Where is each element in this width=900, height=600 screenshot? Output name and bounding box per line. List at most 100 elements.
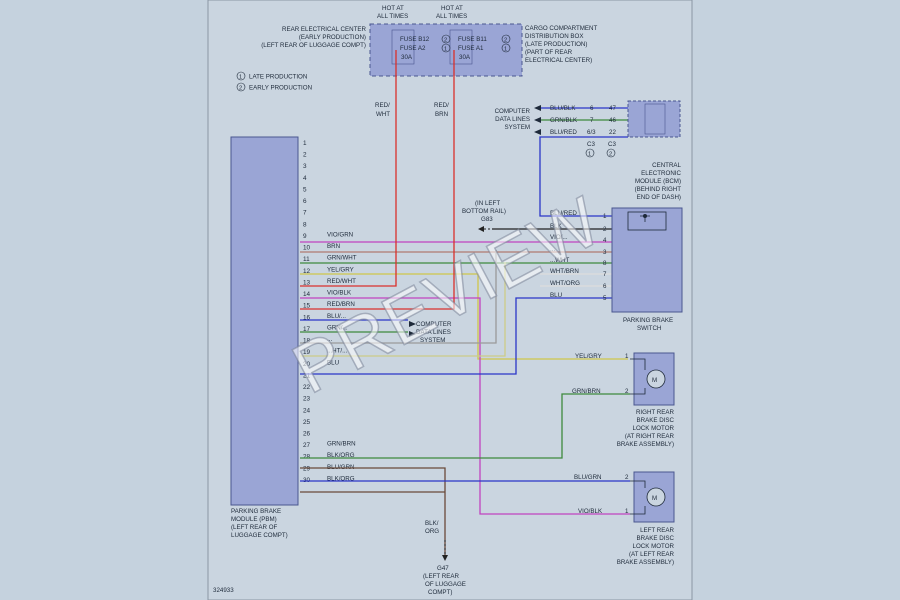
switch-wire-label: WHT/ORG	[550, 280, 580, 287]
svg-text:(AT RIGHT REAR: (AT RIGHT REAR	[625, 433, 675, 440]
central-electronic-module	[627, 100, 681, 138]
switch-wire-label: ...	[550, 246, 555, 253]
hot-at-all-times-left: HOT AT ALL TIMES	[377, 5, 408, 20]
right-motor-label: RIGHT REAR BRAKE DISC LOCK MOTOR (AT RIG…	[617, 409, 675, 448]
right-motor-wires: YEL/GRY 1 GRN/BRN 2	[572, 353, 629, 395]
svg-text:FUSE A1: FUSE A1	[458, 45, 484, 52]
svg-text:BRAKE DISC: BRAKE DISC	[637, 417, 675, 424]
pbm-pin-number: 9	[303, 233, 307, 240]
svg-text:(LEFT REAR: (LEFT REAR	[423, 573, 460, 580]
pbm-label: PARKING BRAKE MODULE (PBM) (LEFT REAR OF…	[231, 508, 288, 539]
svg-text:LOCK MOTOR: LOCK MOTOR	[633, 425, 675, 432]
svg-text:BRAKE DISC: BRAKE DISC	[637, 535, 675, 542]
svg-text:C3: C3	[608, 141, 616, 148]
fuse-block-left	[391, 29, 415, 65]
left-motor-label: LEFT REAR BRAKE DISC LOCK MOTOR (AT LEFT…	[617, 527, 675, 566]
pbm-pin-number: 2	[303, 152, 307, 159]
svg-text:FUSE B12: FUSE B12	[400, 36, 430, 43]
svg-text:EARLY PRODUCTION: EARLY PRODUCTION	[249, 85, 312, 92]
svg-text:6/3: 6/3	[587, 129, 596, 136]
pbm-wire-label: GRN/...	[327, 324, 348, 331]
svg-text:7: 7	[590, 117, 594, 124]
computer-data-lines-mid: COMPUTER DATA LINES SYSTEM	[416, 321, 452, 344]
svg-text:22: 22	[609, 129, 616, 136]
pbm-wire-label: BLK/ORG	[327, 475, 355, 482]
ground-g83: (IN LEFT BOTTOM RAIL) G83	[462, 200, 506, 232]
ground-g47: BLK/ ORG G47 (LEFT REAR OF LUGGAGE COMPT…	[423, 520, 466, 596]
pbm-wire-label: BRN	[327, 243, 340, 250]
fuse-box	[369, 23, 523, 77]
pbm-pin-number: 15	[303, 303, 311, 310]
pbm-pin-number: 4	[303, 175, 307, 182]
svg-text:BRAKE ASSEMBLY): BRAKE ASSEMBLY)	[617, 559, 674, 566]
svg-text:BLU/BLK: BLU/BLK	[550, 105, 576, 112]
svg-text:DATA LINES: DATA LINES	[495, 116, 530, 123]
switch-pin-number: 5	[603, 295, 607, 302]
production-legend: 1 LATE PRODUCTION 2 EARLY PRODUCTION	[236, 71, 312, 92]
svg-text:M: M	[652, 377, 657, 384]
switch-wire-label: VIO/...	[550, 234, 568, 241]
svg-text:1: 1	[444, 47, 447, 53]
svg-text:PARKING BRAKE: PARKING BRAKE	[623, 317, 673, 324]
wire-label-red-wht: RED/ WHT	[375, 102, 390, 118]
svg-text:BLU/RED: BLU/RED	[550, 129, 577, 136]
right-motor-symbol: M	[630, 358, 666, 395]
svg-text:BRAKE ASSEMBLY): BRAKE ASSEMBLY)	[617, 441, 674, 448]
bcm-wire-labels: BLU/BLK 6 47 GRN/BLK 7 46 BLU/RED 6/3 22	[550, 105, 616, 136]
pbm-pin-number: 21	[303, 372, 311, 379]
svg-text:ORG: ORG	[425, 528, 439, 535]
svg-text:(BEHIND RIGHT: (BEHIND RIGHT	[635, 186, 682, 193]
switch-wire-label: BLU/RED	[550, 210, 577, 217]
svg-text:COMPUTER: COMPUTER	[495, 108, 531, 115]
svg-text:FUSE B11: FUSE B11	[458, 36, 487, 43]
pbm-pin-number: 26	[303, 431, 311, 438]
switch-pin-number: 8	[603, 260, 607, 267]
cargo-distribution-box-label: CARGO COMPARTMENT DISTRIBUTION BOX (LATE…	[525, 25, 598, 64]
pbm-pin-number: 17	[303, 326, 311, 333]
pbm-pin-number: 8	[303, 221, 307, 228]
svg-text:2: 2	[444, 38, 447, 44]
svg-text:BLU/GRN: BLU/GRN	[574, 474, 602, 481]
pbm-wire-label: RED/WHT	[327, 278, 356, 285]
switch-wire-label: BLK	[550, 223, 563, 230]
pbm-pin-number: 1	[303, 140, 307, 147]
pbm-pin-number: 16	[303, 314, 311, 321]
svg-text:COMPUTER: COMPUTER	[416, 321, 452, 328]
pbm-pin-number: 23	[303, 396, 311, 403]
pbm-pin-number: 12	[303, 268, 311, 275]
pbm-wire-label: RED/BRN	[327, 301, 355, 308]
svg-text:6: 6	[590, 105, 594, 112]
svg-text:30A: 30A	[459, 54, 471, 61]
pbm-pin-numbers: 1234567891011121314151617181920212223242…	[303, 140, 311, 484]
fuse-right-label: FUSE B11 FUSE A1 30A	[458, 36, 487, 61]
switch-wire-label: WHT/BRN	[550, 268, 579, 275]
svg-text:BRN: BRN	[435, 111, 448, 118]
pbm-pin-number: 27	[303, 442, 311, 449]
svg-text:HOT AT: HOT AT	[441, 5, 463, 12]
svg-text:YEL/GRY: YEL/GRY	[575, 353, 602, 360]
svg-text:(IN LEFT: (IN LEFT	[475, 200, 500, 207]
pbm-wire-label: VIO/BLK	[327, 290, 352, 297]
svg-text:2: 2	[625, 388, 629, 395]
svg-text:PARKING BRAKE: PARKING BRAKE	[231, 508, 281, 515]
svg-text:G83: G83	[481, 216, 493, 223]
switch-wire-label: BLU	[550, 292, 562, 299]
svg-text:(LEFT REAR OF: (LEFT REAR OF	[231, 524, 278, 531]
svg-text:WHT: WHT	[376, 111, 390, 118]
switch-pin-number: 3	[603, 249, 607, 256]
bcm-label: CENTRAL ELECTRONIC MODULE (BCM) (BEHIND …	[635, 162, 682, 201]
switch-wire-label: ...WHT	[550, 257, 569, 264]
svg-text:RIGHT REAR: RIGHT REAR	[636, 409, 675, 416]
pbm-pin-number: 28	[303, 454, 311, 461]
svg-text:30A: 30A	[401, 54, 413, 61]
pbm-wire-label: ...HT/...	[327, 348, 348, 355]
parking-brake-switch	[611, 207, 683, 313]
pbm-pin-number: 25	[303, 419, 311, 426]
svg-text:SYSTEM: SYSTEM	[420, 337, 445, 344]
pbm-pin-number: 14	[303, 291, 311, 298]
pbm-wire-label: YEL/GRY	[327, 266, 354, 273]
pbm-wire-label: BLU/...	[327, 313, 346, 320]
switch-pin-number: 1	[603, 213, 607, 220]
svg-text:46: 46	[609, 117, 616, 124]
pbm-pin-number: 5	[303, 186, 307, 193]
